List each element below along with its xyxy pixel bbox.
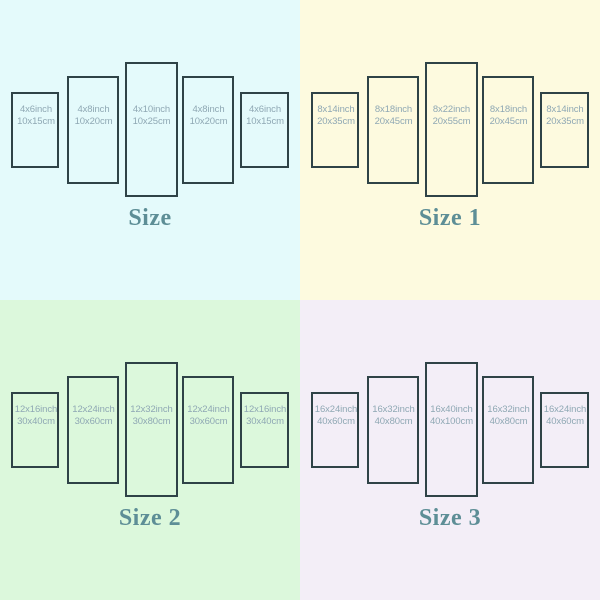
- canvas-panel-2: [67, 76, 119, 184]
- size-option-title: Size 2: [118, 505, 182, 531]
- size-option-title: Size: [128, 205, 172, 231]
- canvas-panel-4: [182, 376, 234, 484]
- canvas-panel-5: [240, 92, 289, 168]
- canvas-panel-3: [125, 362, 178, 497]
- panel-group: [300, 300, 600, 600]
- size-option-size[interactable]: 4x6inch 10x15cm 4x8inch 10x20cm 4x10inch…: [0, 0, 300, 300]
- canvas-panel-3: [425, 62, 478, 197]
- canvas-panel-5: [540, 392, 589, 468]
- canvas-panel-2: [367, 376, 419, 484]
- panel-group: [0, 300, 300, 600]
- size-option-size-1[interactable]: 8x14inch 20x35cm 8x18inch 20x45cm 8x22in…: [300, 0, 600, 300]
- canvas-panel-5: [540, 92, 589, 168]
- canvas-panel-4: [182, 76, 234, 184]
- canvas-panel-5: [240, 392, 289, 468]
- size-option-title: Size 1: [418, 205, 482, 231]
- panel-group: [0, 0, 300, 300]
- canvas-panel-3: [125, 62, 178, 197]
- canvas-panel-4: [482, 76, 534, 184]
- canvas-panel-4: [482, 376, 534, 484]
- canvas-panel-3: [425, 362, 478, 497]
- size-option-size-3[interactable]: 16x24inch 40x60cm 16x32inch 40x80cm 16x4…: [300, 300, 600, 600]
- canvas-panel-1: [311, 92, 359, 168]
- panel-group: [300, 0, 600, 300]
- canvas-panel-1: [11, 392, 59, 468]
- canvas-panel-1: [311, 392, 359, 468]
- canvas-panel-2: [367, 76, 419, 184]
- size-option-size-2[interactable]: 12x16inch 30x40cm 12x24inch 30x60cm 12x3…: [0, 300, 300, 600]
- canvas-panel-2: [67, 376, 119, 484]
- size-option-title: Size 3: [418, 505, 482, 531]
- canvas-panel-1: [11, 92, 59, 168]
